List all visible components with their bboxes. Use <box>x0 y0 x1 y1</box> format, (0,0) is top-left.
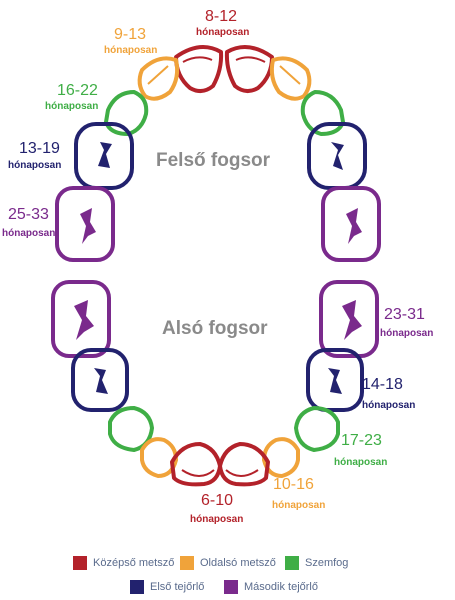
lower-first-molar-range: 14-18 <box>362 376 403 393</box>
upper-central-incisor-range: 8-12 <box>205 8 238 25</box>
upper-left-second-molar <box>55 186 115 262</box>
upper-central-incisor-unit: hónaposan <box>196 27 250 38</box>
legend-swatch <box>285 556 299 570</box>
legend-item-szemfog: Szemfog <box>285 555 348 571</box>
legend-label: Második tejőrlő <box>244 581 318 593</box>
lower-central-incisor-range: 6-10 <box>201 492 234 509</box>
legend-swatch <box>224 580 238 594</box>
lower-first-molar-unit: hónaposan <box>362 400 416 411</box>
legend-item-oldalso-metszo: Oldalsó metsző <box>180 555 276 571</box>
legend-label: Első tejőrlő <box>150 581 205 593</box>
upper-right-central-incisor <box>224 45 274 93</box>
legend-label: Középső metsző <box>93 557 175 569</box>
upper-left-lateral-incisor <box>137 56 180 101</box>
upper-right-second-molar <box>321 186 381 262</box>
lower-left-lateral-incisor <box>140 437 178 478</box>
lower-jaw-title: Alsó fogsor <box>162 318 268 339</box>
upper-lateral-incisor-unit: hónaposan <box>104 45 158 56</box>
legend-swatch <box>130 580 144 594</box>
upper-lateral-incisor-range: 9-13 <box>114 26 147 43</box>
upper-first-molar-unit: hónaposan <box>8 160 62 171</box>
upper-canine-unit: hónaposan <box>45 101 99 112</box>
lower-canine-range: 17-23 <box>341 432 382 449</box>
upper-second-molar-range: 25-33 <box>8 206 49 223</box>
lower-left-central-incisor <box>170 442 222 487</box>
lower-right-central-incisor <box>218 442 270 487</box>
lower-lateral-incisor-range: 10-16 <box>273 476 314 493</box>
upper-first-molar-range: 13-19 <box>19 140 60 157</box>
lower-canine-unit: hónaposan <box>334 457 388 468</box>
upper-left-canine <box>104 90 149 136</box>
lower-second-molar-range: 23-31 <box>384 306 425 323</box>
lower-second-molar-unit: hónaposan <box>380 328 434 339</box>
legend-item-masodik-tejorlo: Második tejőrlő <box>224 579 318 595</box>
upper-jaw-title: Felső fogsor <box>156 150 271 171</box>
lower-left-second-molar <box>51 280 111 358</box>
lower-right-first-molar <box>306 348 364 412</box>
lower-central-incisor-unit: hónaposan <box>190 514 244 525</box>
lower-lateral-incisor-unit: hónaposan <box>272 500 326 511</box>
upper-second-molar-unit: hónaposan <box>2 228 56 239</box>
lower-right-canine <box>294 406 340 452</box>
legend-item-kozepso-metszo: Középső metsző <box>73 555 174 571</box>
legend-label: Szemfog <box>305 557 349 569</box>
upper-right-lateral-incisor <box>269 56 312 101</box>
legend-swatch <box>180 556 194 570</box>
lower-left-canine <box>108 406 154 452</box>
legend-swatch <box>73 556 87 570</box>
lower-left-first-molar <box>71 348 129 412</box>
upper-left-central-incisor <box>174 45 224 93</box>
lower-right-lateral-incisor <box>262 437 300 478</box>
upper-canine-range: 16-22 <box>57 82 98 99</box>
upper-right-canine <box>300 90 345 136</box>
lower-right-second-molar <box>319 280 379 358</box>
legend-label: Oldalsó metsző <box>200 557 276 569</box>
legend-item-elso-tejorlo: Első tejőrlő <box>130 579 204 595</box>
